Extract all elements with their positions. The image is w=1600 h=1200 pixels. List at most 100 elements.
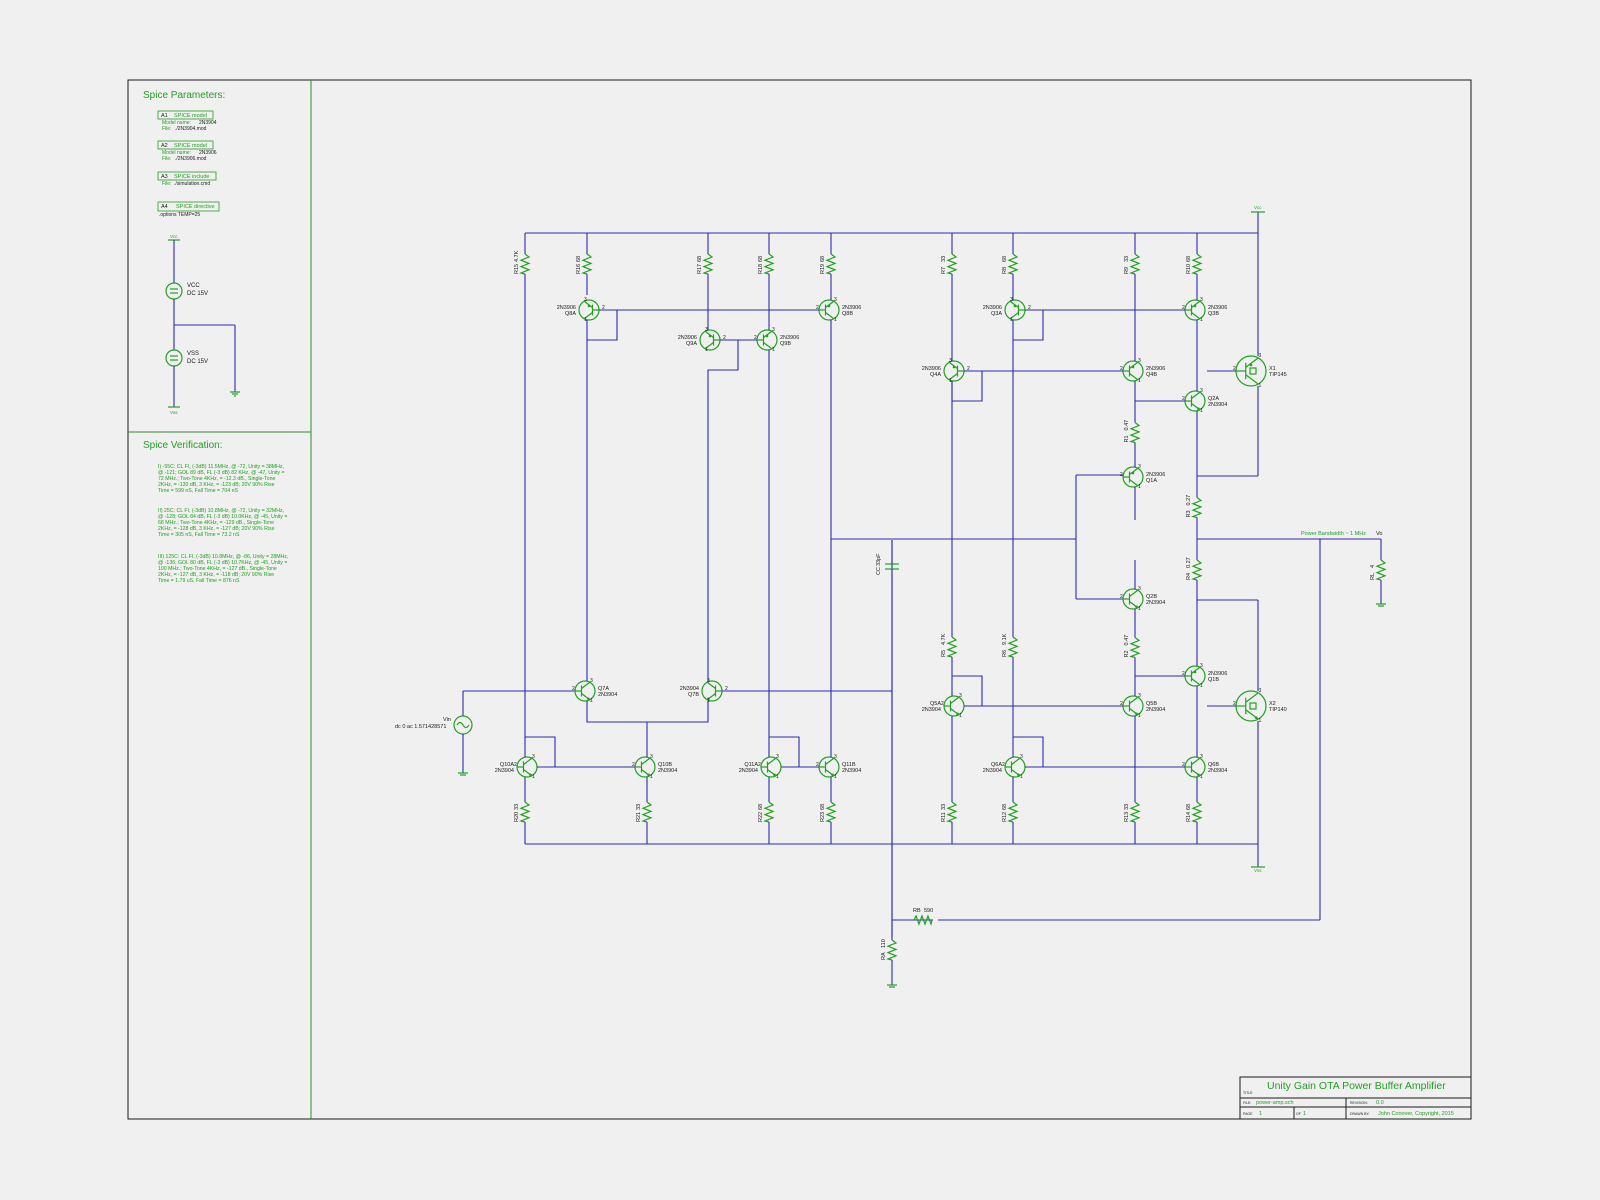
transistor-model: 2N3906 [557,305,576,311]
pin-number: 3 [949,358,952,364]
resistor-r1[interactable]: R10.47 [1124,410,1141,455]
vin-name: Vin [443,717,451,723]
pin-number: 2 [941,701,944,707]
vcc-source-symbol[interactable] [165,282,183,300]
transistor-model: 2N3904 [739,768,758,774]
pin-number: 3 [1200,297,1203,303]
spice-block-a4[interactable]: A4 SPICE directive .options TEMP=25 [157,201,220,218]
spice-block-a1[interactable]: A1 SPICE model Model name: 2N3904 File: … [157,110,217,132]
transistor-model: 2N3904 [1208,402,1227,408]
spice-block-a3[interactable]: A3 SPICE include File: ./simulation.cmd [157,171,217,187]
transistor-ref: Q6A [991,762,1002,768]
transistor-ref: Q4B [1146,372,1157,378]
pin-number: 2 [1120,701,1123,707]
pin-number: 1 [776,774,779,780]
block-value: ./2N3906.mod [175,156,207,162]
pin-number: 1 [1138,484,1141,490]
capacitor-value: 33pF [876,553,882,566]
resistor-label: R2 [1124,650,1130,657]
resistor-label: R11 [941,812,947,822]
pin-number: 1 [1200,408,1203,414]
verification-line: 2KHz, = -128 dB, 3 KHz, = -127 dB; 20V 9… [158,526,275,532]
resistor-value: 68 [1002,804,1008,810]
pin-number: 3 [834,754,837,760]
of-key: OF [1296,1112,1301,1116]
pin-number: 3 [776,754,779,760]
resistor-r3[interactable]: R30.27 [1186,485,1203,530]
vss-source-symbol[interactable] [165,349,183,367]
pin-number: 1 [1259,718,1262,724]
pin-number: 1 [1020,774,1023,780]
pin-number: 2 [816,305,819,311]
pin-number: 3 [1138,464,1141,470]
resistor-r5[interactable]: R54.7K [941,622,958,672]
resistor-r4[interactable]: R40.27 [1186,548,1203,592]
transistor-model: 2N3904 [598,692,617,698]
transistor-model: 2N3906 [1146,472,1165,478]
resistor-label: R5 [941,650,947,657]
verification-line: @ -136; GOL 80 dB, FL (-3 dB) 10.7KHz, @… [158,560,287,566]
transistor-model: 2N3904 [1208,768,1227,774]
spice-block-a2[interactable]: A2 SPICE model Model name: 2N3906 File: … [157,140,217,162]
wire [587,310,618,341]
resistor-rl[interactable]: RL4 [1370,556,1387,584]
block-value: ./simulation.cmd [174,181,210,187]
resistor-label: R9 [1124,267,1130,274]
spice-parameters-title: Spice Parameters: [143,90,225,101]
page-key: PAGE [1243,1112,1253,1116]
pin-number: 3 [1010,297,1013,303]
wire [952,675,983,706]
resistor-label: RL [1370,573,1376,580]
block-ref: A3 [161,174,168,180]
pin-number: 3 [584,297,587,303]
resistor-r6[interactable]: R69.1K [1002,622,1019,672]
verification-line: 2KHz, = -127 dB, 3 KHz, = -118 dB; 20V 9… [158,572,274,578]
pin-number: 2 [572,686,575,692]
resistor-r2[interactable]: R20.47 [1124,625,1141,670]
